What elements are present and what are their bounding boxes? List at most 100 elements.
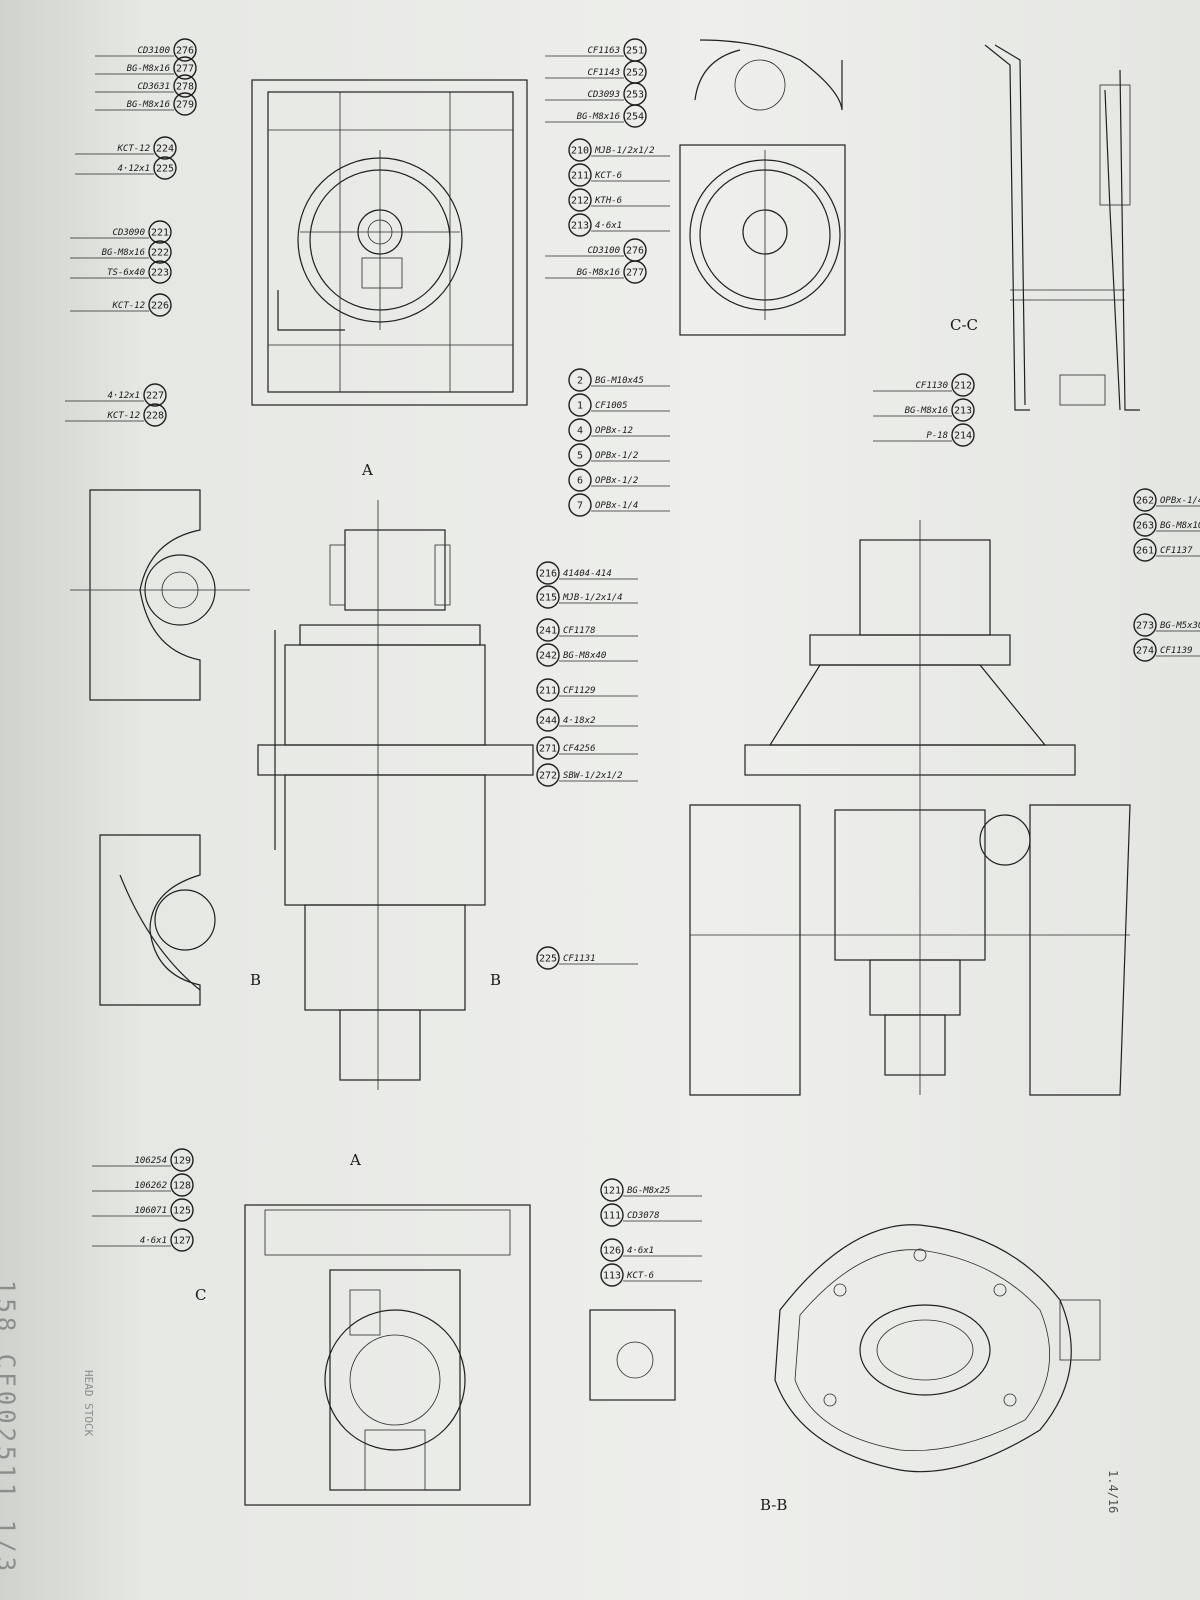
callout-balloon [170, 1148, 194, 1172]
callout-number: 212 [954, 381, 972, 392]
callout-part-label: CD3090 [112, 228, 145, 238]
callout-number: 272 [539, 771, 557, 782]
callout-part-label: CD3078 [627, 1211, 660, 1221]
callout-part-label: OPBx-1/4 [1160, 496, 1200, 506]
callout-number: 254 [626, 112, 644, 123]
callout-number: 277 [626, 268, 644, 279]
callout-balloon [600, 1263, 624, 1287]
callout-part-label: MJB-1/2x1/4 [562, 593, 623, 603]
callout-part-label: 106071 [134, 1206, 167, 1216]
callout-part-label: CF1163 [587, 46, 620, 56]
callout-rr3: 261 CF1137 [1133, 538, 1200, 562]
callout-balloon [623, 260, 647, 284]
callout-balloon [173, 74, 197, 98]
callout-number: 213 [954, 406, 972, 417]
callout-part-label: CF1178 [563, 626, 596, 636]
callout-balloon [568, 213, 592, 237]
callout-number: 215 [539, 593, 557, 604]
section-marks: A A B B C C-C B-B [195, 316, 978, 1514]
callout-part-label: CF1130 [915, 381, 948, 391]
callout-balloon [568, 188, 592, 212]
callout-part-label: CF4256 [563, 744, 596, 754]
callout-part-label: KCT-6 [594, 171, 622, 181]
callout-part-label: CF1131 [563, 954, 596, 964]
callout-balloon [153, 136, 177, 160]
callout-number: 226 [151, 301, 169, 312]
view-bottom-left [244, 1204, 676, 1506]
callout-part-label: P-18 [926, 431, 948, 441]
callout-b5: 129 106254 [92, 1148, 194, 1172]
view-mid-left [70, 489, 250, 701]
callout-number: 111 [603, 1211, 621, 1222]
callout-balloon [600, 1238, 624, 1262]
callout-balloon [170, 1173, 194, 1197]
callout-number: 129 [173, 1156, 191, 1167]
callout-part-label: KCT-6 [626, 1271, 654, 1281]
callout-number: 276 [626, 246, 644, 257]
callout-balloon [568, 468, 592, 492]
callout-number: 242 [539, 651, 557, 662]
callout-balloon [153, 156, 177, 180]
callout-balloon [536, 585, 560, 609]
callout-part-label: CF1137 [1160, 546, 1193, 556]
callout-balloon [568, 393, 592, 417]
callout-number: 276 [176, 46, 194, 57]
callout-part-label: 4·18x2 [563, 716, 596, 726]
callout-part-label: 4·12x1 [117, 164, 150, 174]
callout-part-label: BG-M8x16 [127, 64, 170, 74]
callout-number: 213 [571, 221, 589, 232]
callout-part-label: 4·6x1 [627, 1246, 654, 1256]
callout-number: 211 [571, 171, 589, 182]
section-mark-c: C [195, 1286, 206, 1304]
callout-part-label: BG-M8x16 [102, 248, 145, 258]
callout-balloon [568, 493, 592, 517]
view-top-right [984, 44, 1140, 411]
callout-number: 241 [539, 626, 557, 637]
callout-part-label: MJB-1/2x1/2 [594, 146, 655, 156]
callout-number: 251 [626, 46, 644, 57]
callout-balloon [536, 678, 560, 702]
callout-part-label: BG-M8x16 [577, 268, 620, 278]
callout-balloon [623, 104, 647, 128]
callout-part-label: 106254 [134, 1156, 167, 1166]
callout-number: 244 [539, 716, 557, 727]
callout-tc6: 211 KCT-6 [568, 163, 670, 187]
callout-part-label: 4·6x1 [595, 221, 622, 231]
callout-number: 227 [146, 391, 164, 402]
callout-number: 125 [173, 1206, 191, 1217]
callout-number: 261 [1136, 546, 1154, 557]
callout-number: 223 [151, 268, 169, 279]
callout-balloon [148, 240, 172, 264]
callout-number: 6 [577, 476, 583, 487]
view-bottom-right [774, 1224, 1101, 1473]
callout-part-label: BG-M10x45 [595, 376, 644, 386]
callout-balloon [536, 561, 560, 585]
section-title-c-c: C-C [950, 316, 978, 334]
callout-number: 126 [603, 1246, 621, 1257]
callout-number: 210 [571, 146, 589, 157]
callout-number: 128 [173, 1181, 191, 1192]
view-mid-center [257, 500, 534, 1090]
callout-tc5: 210 MJB-1/2x1/2 [568, 138, 670, 162]
callout-number: 222 [151, 248, 169, 259]
callout-balloon [173, 56, 197, 80]
